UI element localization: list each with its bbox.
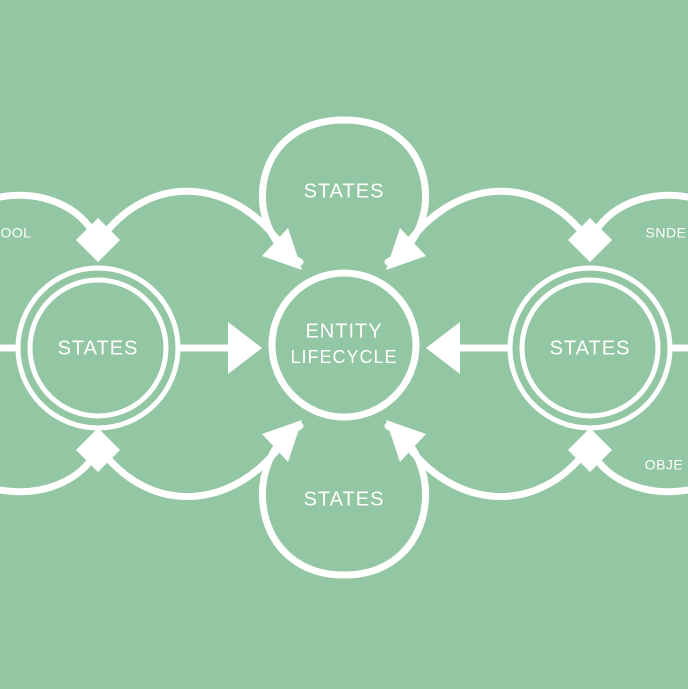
center-entity-lifecycle-node [268,269,420,421]
center-label-line2: LIFECYCLE [290,347,397,367]
right-to-center-arrowhead [426,322,460,374]
top-states-label: STATES [304,180,385,202]
arrowhead-top-right [386,228,426,270]
diamond-right-bottom [568,428,612,472]
center-label-line1: ENTITY [305,320,382,342]
right-states-label: STATES [550,337,631,359]
left-to-center-arrowhead [228,322,262,374]
bottom-states-loop [258,422,430,579]
edge-label-bottom-right: OBJE [645,457,684,473]
edge-label-top-right: SNDE [646,225,687,241]
diamond-right-top [568,218,612,262]
bottom-states-label: STATES [304,488,385,510]
left-lower-outer-arc [0,448,100,496]
edge-label-top-left: OOL [0,225,31,241]
right-states-node-inner [519,277,661,419]
arrowhead-bottom-left [262,420,302,462]
arrowhead-bottom-right [386,420,426,462]
diamond-left-top [76,218,120,262]
diamond-left-bottom [76,428,120,472]
arrowhead-top-left [262,228,302,270]
left-states-node-inner [27,277,169,419]
left-states-label: STATES [58,337,139,359]
top-states-loop [258,116,430,266]
